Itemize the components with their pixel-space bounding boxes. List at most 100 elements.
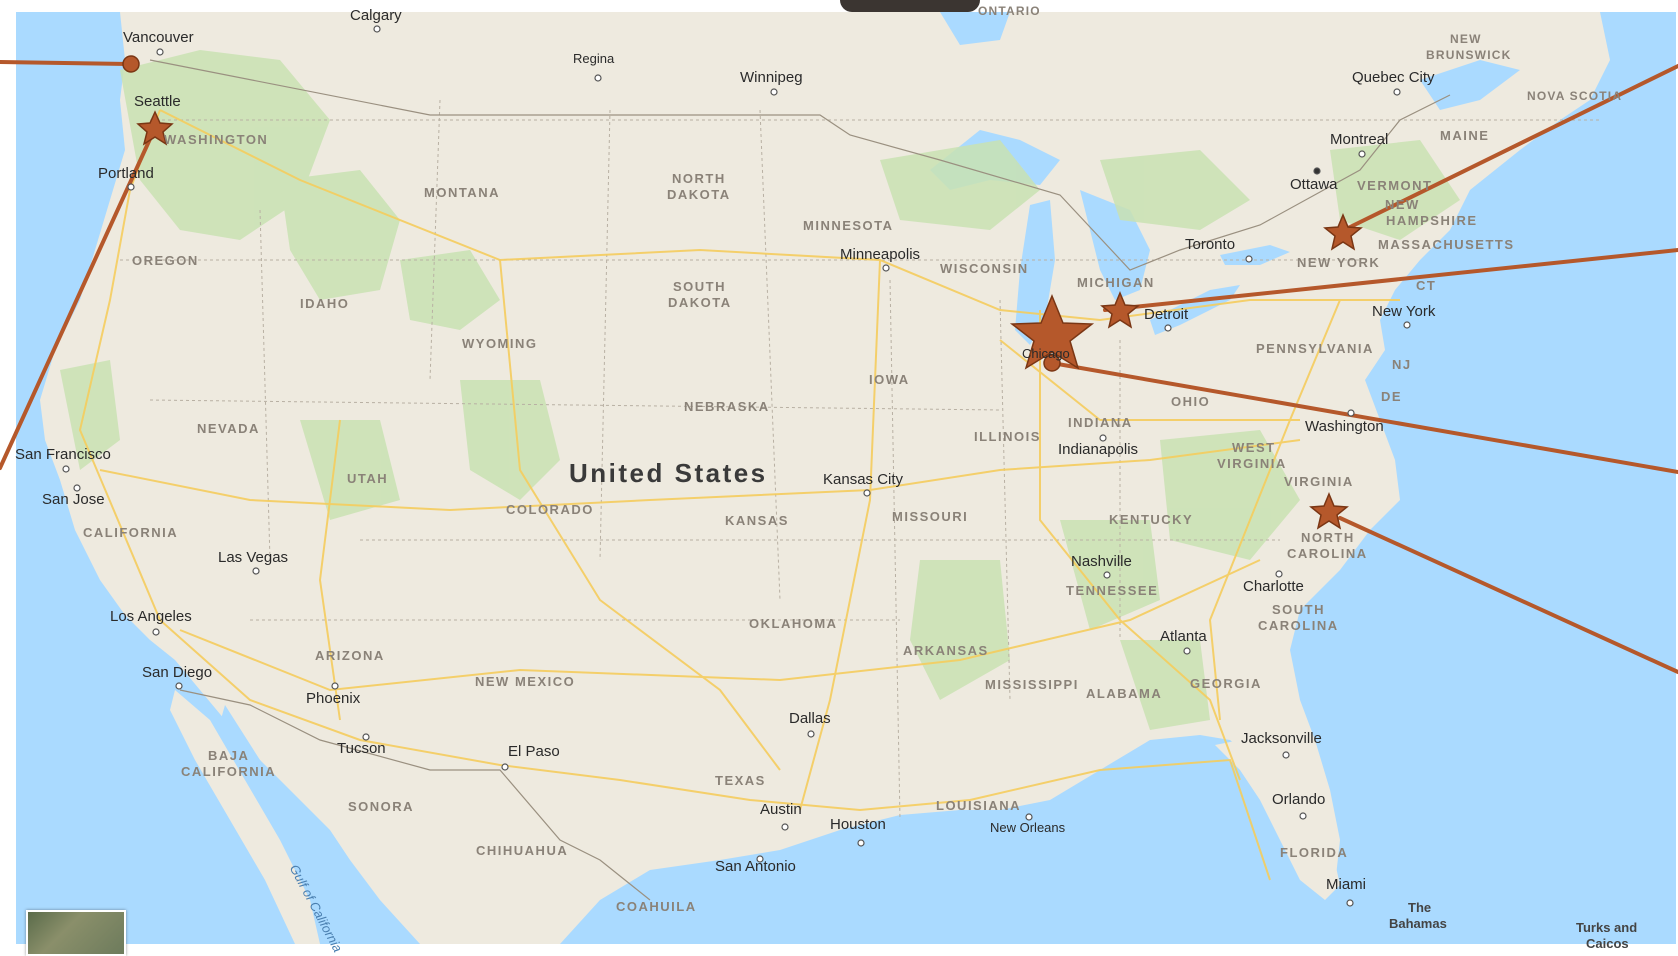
region-label-baja-1: BAJA [208, 748, 250, 763]
marker-star-michigan[interactable] [1100, 291, 1140, 329]
region-label-indiana: INDIANA [1068, 415, 1133, 430]
gulf-of-mexico [560, 745, 1320, 944]
region-label-vermont: VERMONT [1357, 178, 1433, 193]
country-label: United States [569, 458, 768, 488]
city-label-ottawa: Ottawa [1290, 176, 1338, 193]
marker-star-chicago[interactable] [1009, 294, 1095, 370]
city-label-austin: Austin [760, 801, 802, 818]
city-label-dallas: Dallas [789, 710, 831, 727]
gulf-of-california-water [215, 705, 380, 944]
satellite-view-toggle[interactable] [26, 910, 126, 956]
connector-line-michigan [1103, 248, 1678, 312]
region-label-south-carolina-1: SOUTH [1272, 602, 1325, 617]
city-label-indianapolis: Indianapolis [1058, 441, 1139, 458]
city-label-seattle: Seattle [134, 93, 181, 110]
region-label-north-carolina-1: NORTH [1301, 530, 1355, 545]
region-label-utah: UTAH [347, 471, 389, 486]
city-label-tucson: Tucson [337, 740, 386, 757]
region-label-west-virginia-1: WEST [1232, 440, 1276, 455]
region-label-new-york-state: NEW YORK [1297, 255, 1381, 270]
region-label-idaho: IDAHO [300, 296, 350, 311]
city-label-winnipeg: Winnipeg [740, 69, 803, 86]
state-borders [120, 99, 1600, 821]
region-label-arizona: ARIZONA [315, 648, 385, 663]
region-label-louisiana: LOUISIANA [936, 798, 1021, 813]
region-label-ct: CT [1416, 278, 1437, 293]
region-label-california: CALIFORNIA [83, 525, 179, 540]
city-label-san-francisco: San Francisco [15, 446, 111, 463]
region-label-north-dakota-1: NORTH [672, 171, 726, 186]
city-label-miami: Miami [1326, 876, 1366, 893]
connector-line-chicago [1050, 361, 1678, 474]
region-label-alabama: ALABAMA [1086, 686, 1163, 701]
connector-line-vancouver [0, 60, 133, 66]
city-label-portland: Portland [98, 165, 154, 182]
region-label-washington-state: WASHINGTON [164, 132, 269, 147]
city-label-san-diego: San Diego [142, 664, 213, 681]
city-label-phoenix: Phoenix [306, 690, 361, 707]
city-label-vancouver: Vancouver [123, 29, 194, 46]
markers[interactable] [122, 55, 1363, 530]
region-label-illinois: ILLINOIS [974, 429, 1041, 444]
region-label-arkansas: ARKANSAS [903, 643, 989, 658]
region-label-west-virginia-2: VIRGINIA [1217, 456, 1287, 471]
region-label-virginia: VIRGINIA [1284, 474, 1354, 489]
city-label-calgary: Calgary [350, 7, 402, 24]
region-label-ohio: OHIO [1171, 394, 1211, 409]
marker-star-seattle[interactable] [136, 110, 174, 146]
region-label-nova-scotia: NOVA SCOTIA [1527, 89, 1623, 103]
city-label-new-orleans: New Orleans [990, 820, 1066, 835]
marker-star-north-carolina[interactable] [1309, 492, 1349, 530]
marker-dot-chicago[interactable] [1043, 354, 1061, 372]
region-label-south-dakota-1: SOUTH [673, 279, 726, 294]
island-label-turks-2: Caicos [1586, 936, 1629, 951]
region-label-baja-2: CALIFORNIA [181, 764, 277, 779]
region-label-mississippi: MISSISSIPPI [985, 677, 1079, 692]
florida-land [1215, 735, 1340, 900]
region-label-montana: MONTANA [424, 185, 500, 200]
region-label-ontario: ONTARIO [978, 4, 1041, 18]
region-label-chihuahua: CHIHUAHUA [476, 843, 569, 858]
region-label-coahuila: COAHUILA [616, 899, 697, 914]
city-label-minneapolis: Minneapolis [840, 246, 921, 263]
region-label-michigan: MICHIGAN [1077, 275, 1155, 290]
us-mexico-border [179, 689, 651, 901]
region-label-massachusetts: MASSACHUSETTS [1378, 237, 1515, 252]
region-label-missouri: MISSOURI [892, 509, 969, 524]
island-label-bahamas-2: Bahamas [1389, 916, 1447, 931]
city-label-regina: Regina [573, 51, 615, 66]
city-label-new-york: New York [1372, 303, 1436, 320]
marker-dot-vancouver[interactable] [122, 55, 140, 73]
region-label-new-brunswick-2: BRUNSWICK [1426, 48, 1512, 62]
region-label-south-carolina-2: CAROLINA [1258, 618, 1339, 633]
city-label-orlando: Orlando [1272, 791, 1326, 808]
island-label-turks-1: Turks and [1576, 920, 1638, 935]
connector-line-carolina [1338, 516, 1678, 674]
region-label-oregon: OREGON [132, 253, 199, 268]
city-label-los-angeles: Los Angeles [110, 608, 192, 625]
region-label-minnesota: MINNESOTA [803, 218, 894, 233]
city-label-san-jose: San Jose [42, 491, 105, 508]
region-label-kentucky: KENTUCKY [1109, 512, 1194, 527]
city-label-san-antonio: San Antonio [715, 858, 796, 875]
region-label-kansas: KANSAS [725, 513, 789, 528]
region-label-nebraska: NEBRASKA [684, 399, 770, 414]
city-label-houston: Houston [830, 816, 886, 833]
land-north-america [40, 12, 1610, 944]
baja-land [170, 690, 320, 944]
region-label-georgia: GEORGIA [1190, 676, 1262, 691]
marker-star-upstate-ny[interactable] [1323, 213, 1363, 251]
region-label-new-mexico: NEW MEXICO [475, 674, 576, 689]
city-label-el-paso: El Paso [508, 743, 560, 760]
city-label-jacksonville: Jacksonville [1241, 730, 1322, 747]
region-label-new-hampshire-1: NEW [1385, 197, 1420, 212]
city-label-kansas-city: Kansas City [823, 471, 904, 488]
city-label-charlotte: Charlotte [1243, 578, 1304, 595]
region-label-new-brunswick-1: NEW [1450, 32, 1482, 46]
region-label-oklahoma: OKLAHOMA [749, 616, 838, 631]
city-label-washington: Washington [1305, 418, 1384, 435]
region-label-iowa: IOWA [869, 372, 910, 387]
region-label-wisconsin: WISCONSIN [940, 261, 1029, 276]
island-label-bahamas-1: The [1408, 900, 1432, 915]
